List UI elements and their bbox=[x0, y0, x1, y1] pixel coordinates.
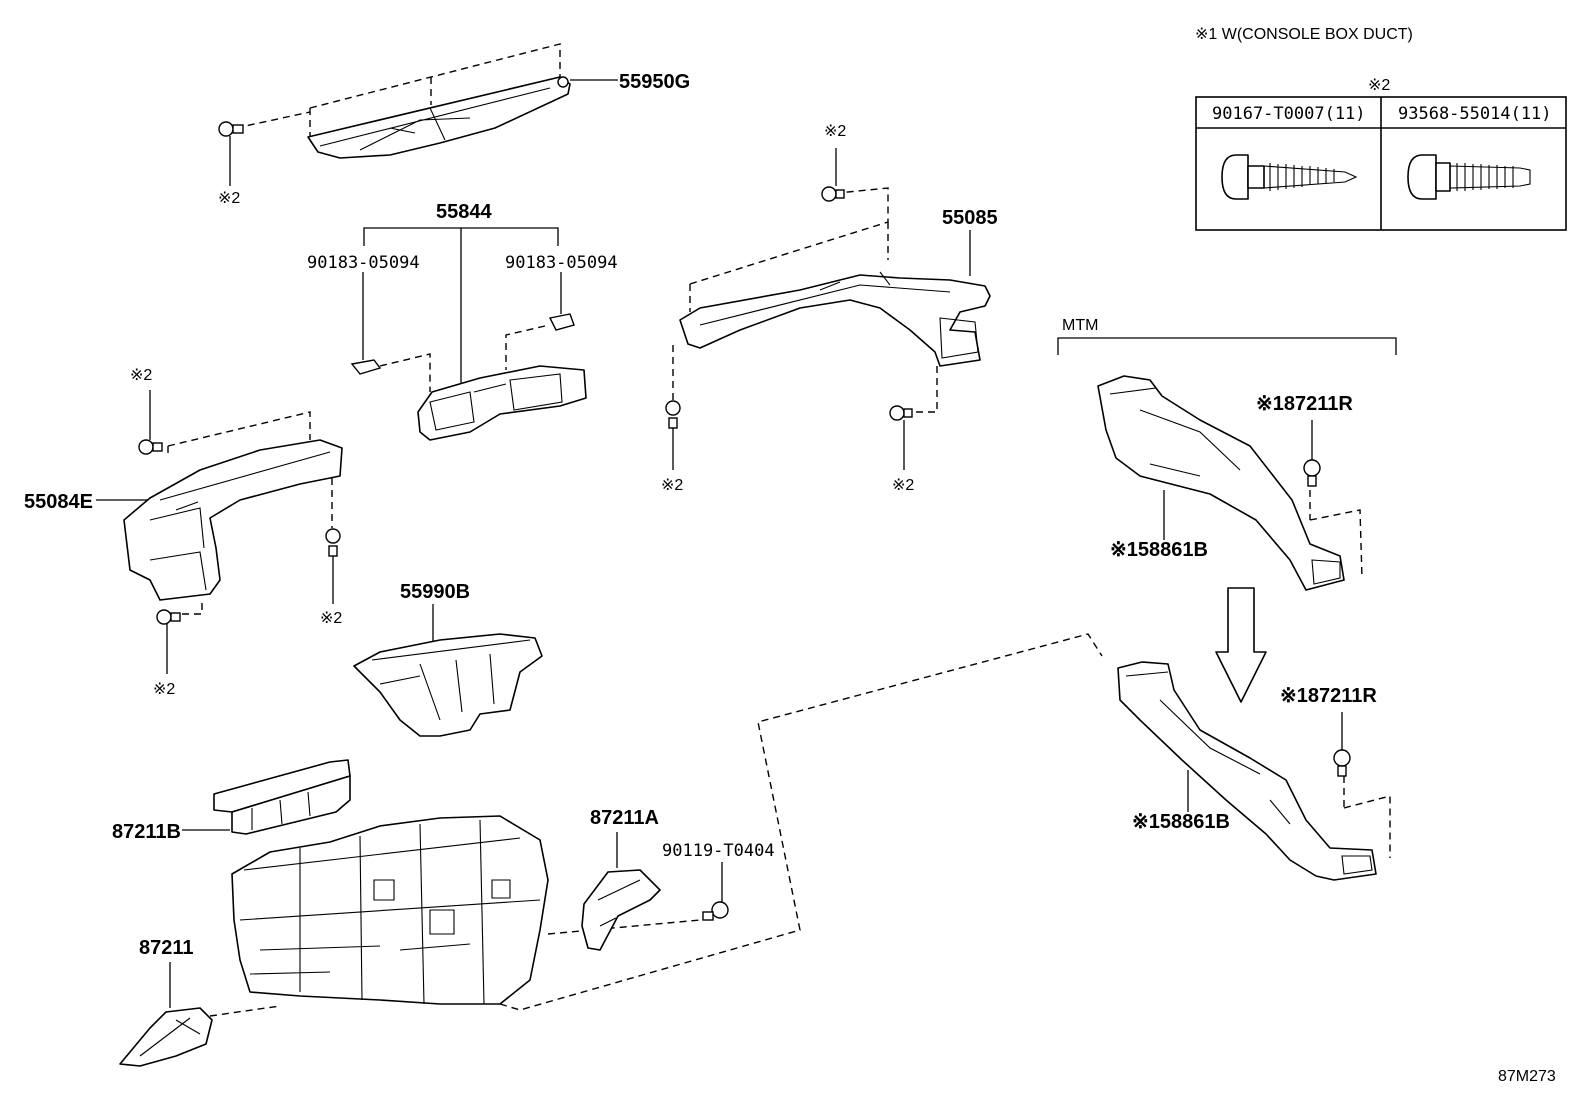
label-mark2-a: ※2 bbox=[218, 190, 240, 207]
filter-87211b bbox=[213, 759, 351, 835]
label-87211b: 87211B bbox=[112, 821, 181, 843]
down-arrow-icon bbox=[1215, 587, 1267, 703]
fastener-table: 90167-T0007(11) 93568-55014(11) bbox=[1195, 96, 1567, 231]
clip-icon bbox=[325, 528, 341, 557]
label-55950g: 55950G bbox=[619, 71, 690, 93]
label-mark2-d: ※2 bbox=[892, 477, 914, 494]
diagram-code: 87M273 bbox=[1498, 1068, 1556, 1085]
clip-icon bbox=[138, 439, 163, 455]
clip-icon bbox=[665, 400, 681, 429]
clip-icon bbox=[218, 121, 244, 137]
label-58861b-bottom: ※158861B bbox=[1132, 811, 1230, 833]
label-87211a: 87211A bbox=[590, 807, 659, 829]
clip-icon bbox=[1333, 749, 1351, 777]
duct-55084e bbox=[123, 439, 343, 601]
label-58861b-top: ※158861B bbox=[1110, 539, 1208, 561]
label-mark2-e: ※2 bbox=[130, 367, 152, 384]
console-duct-bottom bbox=[1117, 661, 1377, 881]
screw-icon bbox=[1407, 154, 1531, 200]
label-87211r-bottom: ※187211R bbox=[1280, 685, 1377, 707]
label-87211r-top: ※187211R bbox=[1256, 393, 1353, 415]
console-duct-top bbox=[1097, 375, 1345, 591]
duct-87211 bbox=[119, 1007, 213, 1067]
label-mark2-c: ※2 bbox=[661, 477, 683, 494]
label-55990b: 55990B bbox=[400, 581, 470, 603]
fastener-90167: 90167-T0007(11) bbox=[1212, 104, 1366, 124]
note-mark1: ※1 W(CONSOLE BOX DUCT) bbox=[1195, 26, 1413, 43]
label-mark2-b: ※2 bbox=[824, 123, 846, 140]
clip-icon bbox=[548, 313, 575, 331]
label-87211: 87211 bbox=[139, 937, 194, 959]
label-mark2-f: ※2 bbox=[320, 610, 342, 627]
label-55085: 55085 bbox=[942, 207, 998, 229]
duct-55990b bbox=[353, 633, 543, 737]
screw-icon bbox=[1221, 154, 1358, 200]
clip-icon bbox=[702, 901, 729, 921]
duct-55085 bbox=[679, 271, 991, 367]
clip-icon bbox=[821, 186, 845, 202]
clip-icon bbox=[889, 405, 913, 421]
duct-87211a bbox=[581, 869, 661, 951]
clip-icon bbox=[156, 609, 181, 625]
label-55084e: 55084E bbox=[24, 491, 93, 513]
clip-icon bbox=[350, 359, 382, 375]
label-90183-left: 90183-05094 bbox=[307, 253, 420, 273]
clip-icon bbox=[1303, 459, 1321, 487]
fastener-93568: 93568-55014(11) bbox=[1398, 104, 1552, 124]
label-90183-right: 90183-05094 bbox=[505, 253, 618, 273]
label-mtm: MTM bbox=[1062, 317, 1098, 334]
label-90119: 90119-T0404 bbox=[662, 841, 775, 861]
heater-unit bbox=[231, 815, 549, 1005]
label-mark2-g: ※2 bbox=[153, 681, 175, 698]
duct-55950g bbox=[307, 76, 571, 159]
label-55844: 55844 bbox=[436, 201, 492, 223]
note-mark2-header: ※2 bbox=[1368, 77, 1390, 94]
duct-55844 bbox=[417, 365, 587, 441]
